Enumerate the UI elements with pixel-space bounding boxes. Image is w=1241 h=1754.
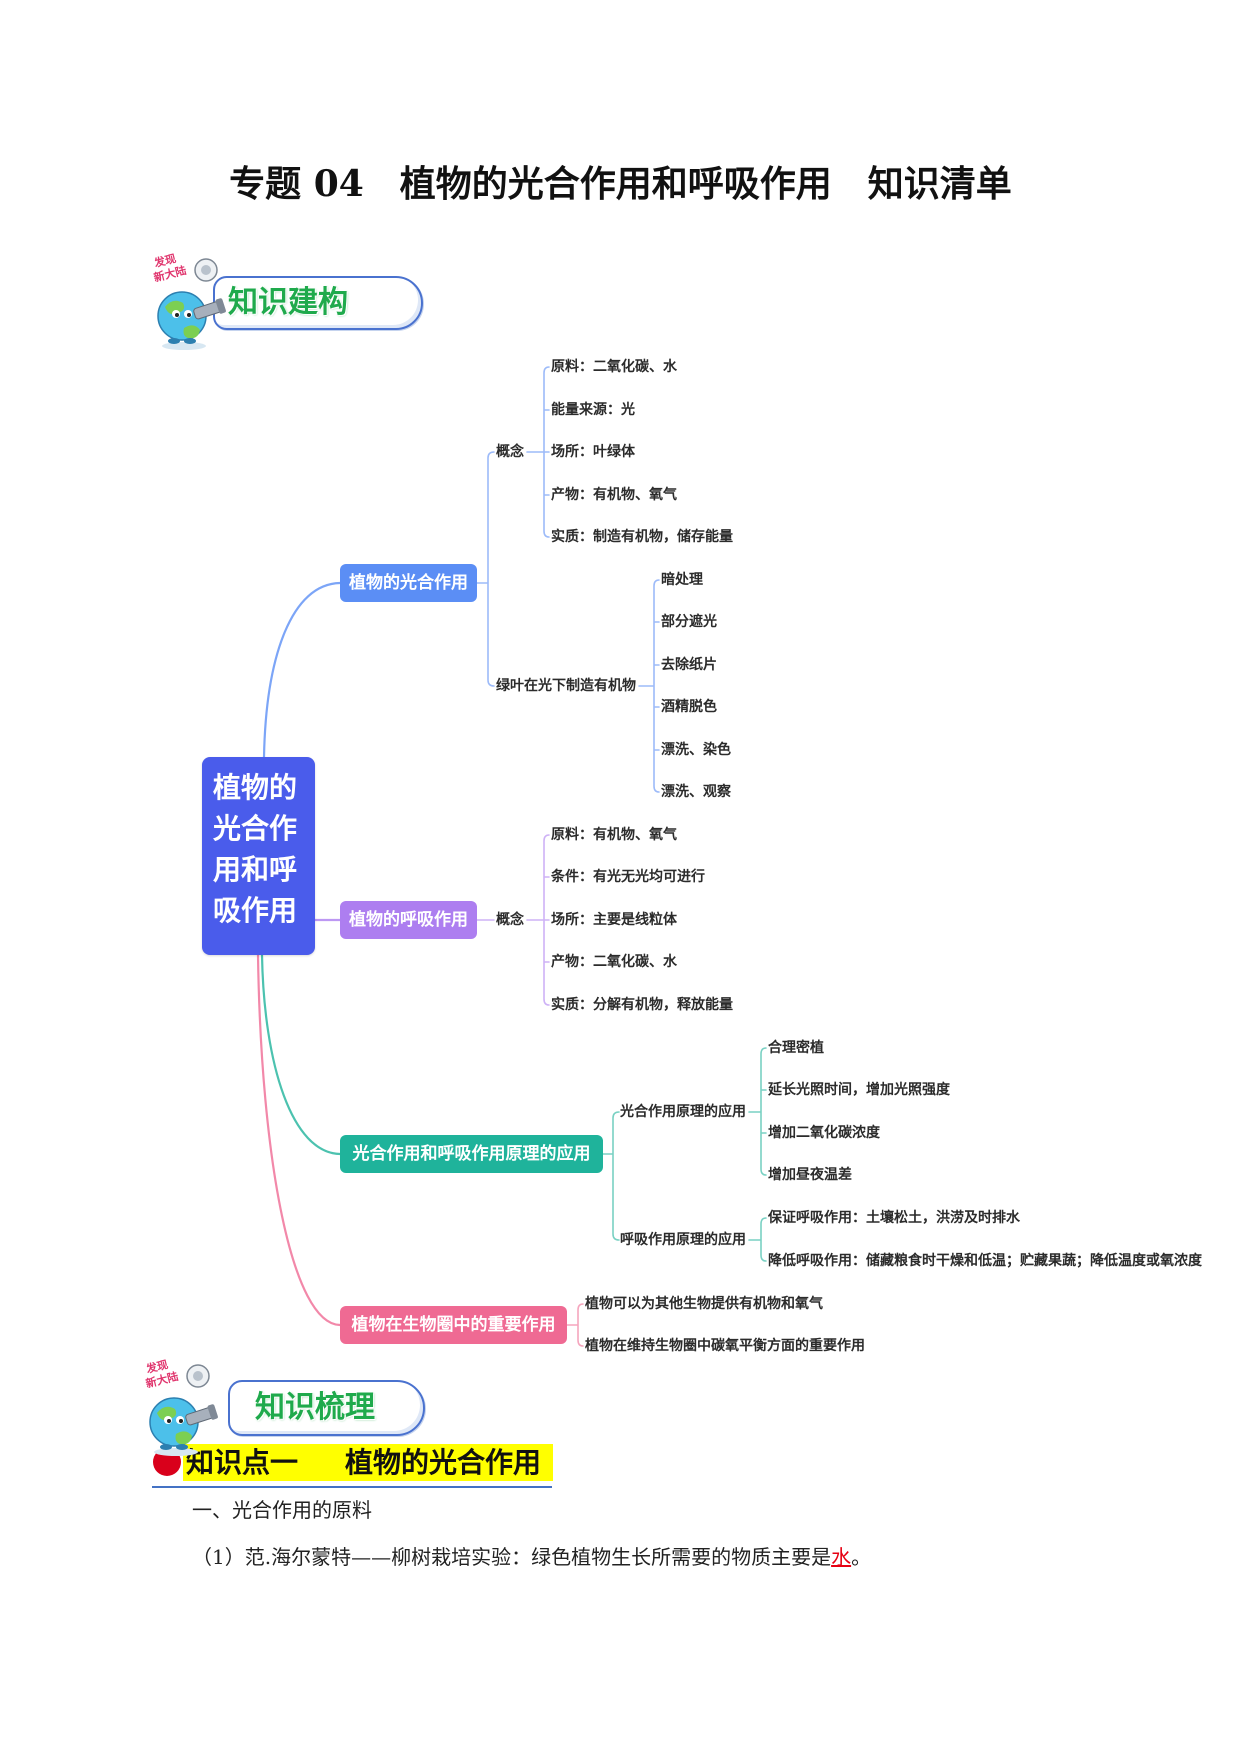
application-item: 合理密植 <box>768 1040 824 1056</box>
photo-icon-center <box>193 1371 203 1381</box>
concept-item: 条件：有光无光均可进行 <box>551 869 705 885</box>
connector-photosynthesis-use <box>748 1047 767 1176</box>
branch-application: 光合作用和呼吸作用原理的应用 <box>340 1135 603 1173</box>
connector-respiration-use <box>748 1217 767 1262</box>
content-heading: 一、光合作用的原料 <box>192 1498 372 1522</box>
experiment-step: 暗处理 <box>661 572 703 588</box>
respiration-use-label: 呼吸作用原理的应用 <box>620 1232 746 1248</box>
application-item: 增加二氧化碳浓度 <box>768 1125 880 1141</box>
branch-photosynthesis: 植物的光合作用 <box>340 564 477 602</box>
answer-text: 水 <box>831 1545 852 1569</box>
globe-land <box>157 1406 177 1421</box>
respiration-concept-label: 概念 <box>496 912 524 928</box>
telescope-icon <box>185 1404 218 1426</box>
connector-root-photosynthesis <box>262 581 342 759</box>
pupil <box>167 1419 171 1423</box>
photosynthesis-use-label: 光合作用原理的应用 <box>620 1104 746 1120</box>
foot <box>168 338 180 344</box>
mascot-caption: 发现 <box>144 1357 170 1376</box>
experiment-step: 漂洗、染色 <box>661 742 731 758</box>
root-line: 植物的 <box>213 771 298 804</box>
mascot-illustration: 发现 新大陆 <box>152 251 226 350</box>
application-item: 延长光照时间，增加光照强度 <box>768 1082 950 1098</box>
connector-respiration-items <box>526 834 550 1006</box>
concept-item: 实质：分解有机物，释放能量 <box>551 997 733 1013</box>
experiment-step: 去除纸片 <box>661 657 717 673</box>
concept-item: 场所：主要是线粒体 <box>551 912 677 928</box>
section-badge-review: 知识梳理 <box>228 1380 425 1436</box>
knowledge-point-title: 植物的光合作用 <box>345 1446 542 1479</box>
knowledge-point-banner: 知识点一 植物的光合作用 <box>183 1444 553 1481</box>
experiment-step: 漂洗、观察 <box>661 784 731 800</box>
mascot-illustration: 发现 新大陆 <box>144 1357 218 1456</box>
root-line: 吸作用 <box>213 894 298 927</box>
application-item: 增加昼夜温差 <box>768 1167 852 1183</box>
pupil <box>179 1419 183 1423</box>
mindmap-root: 植物的 光合作 用和呼 吸作用 <box>202 757 315 955</box>
content-paragraph: （1）范.海尔蒙特——柳树栽培实验：绿色植物生长所需要的物质主要是水。 <box>192 1544 871 1570</box>
connector-photosynthesis-children <box>476 451 495 687</box>
root-line: 光合作 <box>213 812 298 845</box>
section-badge-construct: 知识建构 <box>213 276 423 330</box>
mascot-caption: 发现 <box>152 251 178 270</box>
globe-land <box>175 1431 192 1445</box>
paragraph-text: （1）范.海尔蒙特——柳树栽培实验：绿色植物生长所需要的物质主要是 <box>192 1545 832 1569</box>
section-title: 知识梳理 <box>255 1390 375 1425</box>
concept-item: 实质：制造有机物，储存能量 <box>551 529 733 545</box>
experiment-step: 部分遮光 <box>661 614 717 630</box>
connector-biosphere-items <box>566 1303 584 1347</box>
branch-biosphere: 植物在生物圈中的重要作用 <box>340 1306 567 1344</box>
connector-application-children <box>602 1111 620 1241</box>
foot <box>184 338 196 344</box>
concept-item: 产物：有机物、氧气 <box>551 487 677 503</box>
photosynthesis-concept-label: 概念 <box>496 444 524 460</box>
telescope-icon <box>193 298 226 320</box>
connector-photosynthesis-concept <box>526 366 550 538</box>
connector-root-biosphere <box>256 953 342 1327</box>
branch-respiration: 植物的呼吸作用 <box>340 901 477 939</box>
biosphere-item: 植物在维持生物圈中碳氧平衡方面的重要作用 <box>585 1338 865 1354</box>
experiment-step: 酒精脱色 <box>661 699 717 715</box>
application-item: 降低呼吸作用：储藏粮食时干燥和低温；贮藏果蔬；降低温度或氧浓度 <box>768 1253 1202 1269</box>
foot <box>160 1444 172 1450</box>
globe-land <box>183 325 200 339</box>
globe-land <box>165 300 185 315</box>
concept-item: 能量来源：光 <box>551 402 635 418</box>
root-line: 用和呼 <box>213 853 298 886</box>
experiment-label: 绿叶在光下制造有机物 <box>496 678 636 694</box>
mascot-shadow <box>154 1448 198 1456</box>
concept-item: 产物：二氧化碳、水 <box>551 954 677 970</box>
connector-photosynthesis-experiment <box>638 579 660 793</box>
paragraph-end: 。 <box>851 1545 872 1569</box>
document-title: 专题 04 植物的光合作用和呼吸作用 知识清单 <box>229 163 1012 205</box>
foot <box>176 1444 188 1450</box>
connector-root-application <box>260 953 342 1156</box>
application-item: 保证呼吸作用：土壤松土，洪涝及时排水 <box>768 1210 1020 1226</box>
knowledge-point-underline <box>152 1486 552 1488</box>
biosphere-item: 植物可以为其他生物提供有机物和氧气 <box>585 1296 823 1312</box>
concept-item: 原料：二氧化碳、水 <box>551 359 677 375</box>
concept-item: 场所：叶绿体 <box>551 444 635 460</box>
concept-item: 原料：有机物、氧气 <box>551 827 677 843</box>
mascot-shadow <box>162 342 206 350</box>
section-title: 知识建构 <box>228 285 348 320</box>
photo-icon-center <box>201 265 211 275</box>
knowledge-point-number: 知识点一 <box>186 1446 299 1479</box>
pupil <box>175 313 179 317</box>
pupil <box>187 313 191 317</box>
